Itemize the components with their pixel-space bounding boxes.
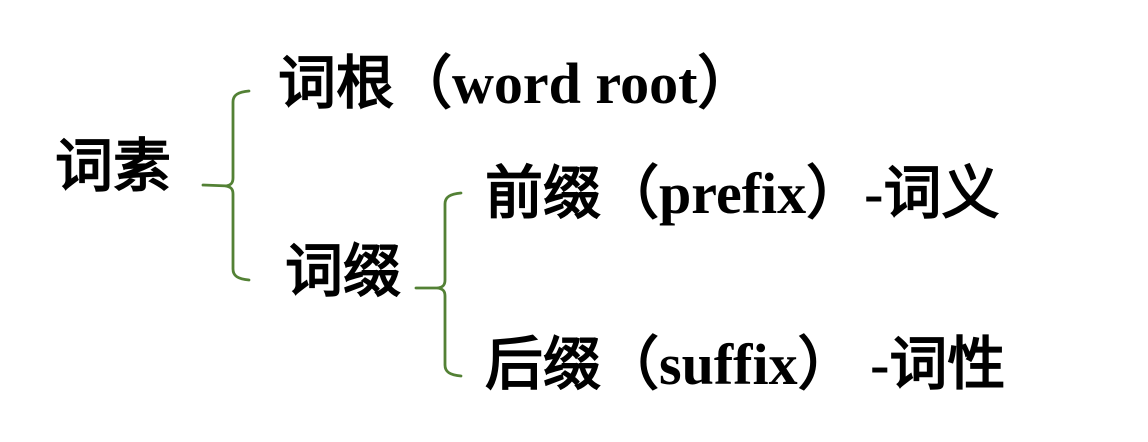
morpheme-brace — [224, 89, 251, 282]
branch-label-affix: 词缀 — [285, 239, 402, 304]
root-label-morpheme: 词素 — [55, 134, 172, 199]
leaf-label-prefix: 前缀（prefix）-词义 — [485, 161, 1000, 226]
affix-brace — [436, 191, 463, 378]
leaf-label-suffix: 后缀（suffix） -词性 — [485, 332, 1006, 397]
branch-label-word-root: 词根（word root） — [278, 51, 756, 116]
